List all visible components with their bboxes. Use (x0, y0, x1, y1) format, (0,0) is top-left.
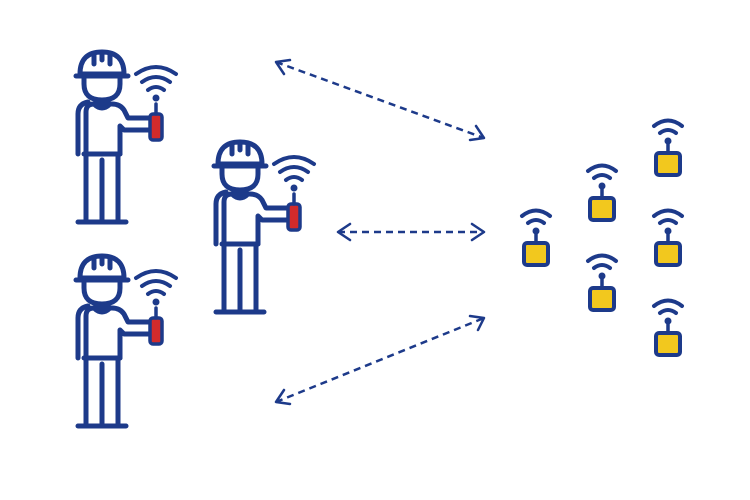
sensor-5 (652, 208, 684, 267)
worker-bottom-left (76, 256, 176, 426)
sensor-4 (652, 118, 684, 177)
link-arrow-middle (336, 222, 486, 242)
sensor-3 (586, 253, 618, 312)
worker-middle (214, 142, 314, 312)
sensor-6 (652, 298, 684, 357)
sensor-2 (586, 163, 618, 222)
sensor-1 (520, 208, 552, 267)
worker-top-left (76, 52, 176, 222)
link-arrow-top (274, 58, 486, 142)
link-arrow-bottom (274, 314, 486, 406)
